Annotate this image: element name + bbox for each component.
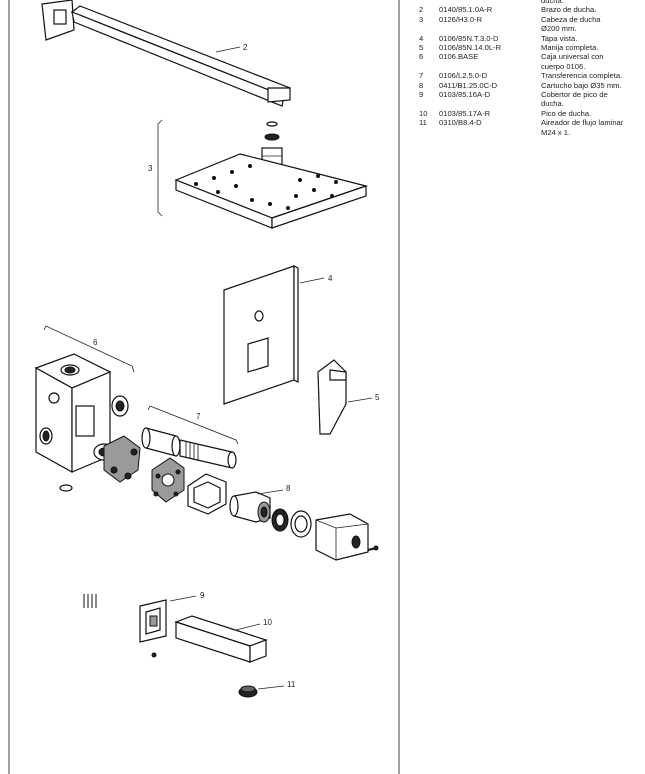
part-code: 0106.BASE: [439, 52, 479, 62]
part-description: Caja universal con: [541, 52, 604, 62]
shower-head-plate: [174, 153, 369, 229]
parts-list-table: ducha. 2 0140/85.1.0A-R Brazo de ducha. 3 012…: [419, 0, 641, 137]
part-code: 0106/85N.14.0L-R: [439, 43, 502, 53]
cartridge: [229, 491, 271, 523]
part-code: [439, 99, 541, 108]
part-code: 0310/B8.4-D: [439, 118, 482, 128]
parts-list-row: 6 0106.BASE Caja universal con: [419, 52, 641, 61]
part-description: Ø200 mm.: [541, 24, 577, 34]
part-description: cuerpo 0106.: [541, 61, 586, 71]
parts-list-row: M24 x 1.: [419, 128, 641, 137]
aerator: [238, 685, 258, 698]
part-code: [439, 128, 541, 137]
shower-arm: [70, 5, 291, 107]
handle-cover-block: [315, 513, 369, 561]
part-number: 11: [419, 118, 427, 128]
part-description: M24 x 1.: [541, 127, 571, 137]
part-number: 8: [419, 80, 424, 90]
part-description: Tapa vista.: [541, 33, 578, 43]
part-description: Manija completa.: [541, 43, 599, 53]
part-number: 3: [419, 14, 424, 24]
part-description: ducha.: [541, 99, 564, 109]
supply-pipe: [56, 484, 99, 608]
part-number: 7: [419, 71, 424, 81]
parts-list-row: 3 0126/H3.0-R Cabeza de ducha: [419, 15, 641, 24]
parts-list-row: 9 0103/85.16A-D Cobertor de pico de: [419, 90, 641, 99]
part-description: Cabeza de ducha: [541, 14, 601, 24]
handle: [317, 359, 347, 435]
part-code: [439, 62, 541, 71]
part-description: Pico de ducha.: [541, 108, 592, 118]
callout-6: 6: [93, 338, 98, 347]
parts-list-row: 7 0106/L2.5.0-D Transferencia completa.: [419, 71, 641, 80]
spout: [174, 615, 268, 663]
part-description: Cobertor de pico de: [541, 90, 608, 100]
parts-list-row: 11 0310/B8.4-D Aireador de flujo laminar: [419, 118, 641, 127]
part-code: 0126/H3.0-R: [439, 14, 483, 24]
part-description: Aireador de flujo laminar: [541, 118, 624, 128]
parts-list-row: cuerpo 0106.: [419, 62, 641, 71]
part-code: 0103/85.17A-R: [439, 108, 491, 118]
part-number: 4: [419, 33, 424, 43]
parts-list-row: ducha.: [419, 99, 641, 108]
part-description: Cartucho bajo Ø35 mm.: [541, 80, 622, 90]
callout-3: 3: [148, 164, 153, 173]
part-description: Brazo de ducha.: [541, 5, 597, 15]
callout-9: 9: [200, 591, 205, 600]
callout-2: 2: [243, 43, 248, 52]
part-code: 0106/85N.T.3.0-D: [439, 33, 499, 43]
callout-7: 7: [196, 412, 201, 421]
callout-10: 10: [263, 618, 272, 627]
part-code: 0103/85.16A-D: [439, 90, 491, 100]
callout-8: 8: [286, 484, 291, 493]
parts-list-row: ducha.: [419, 0, 641, 5]
parts-list-row: 10 0103/85.17A-R Pico de ducha.: [419, 109, 641, 118]
part-description: Transferencia completa.: [541, 71, 623, 81]
transfer-flange: [151, 457, 185, 503]
part-number: [419, 99, 439, 108]
cartridge-ring: [290, 510, 312, 538]
part-description: ducha.: [541, 0, 564, 5]
cartridge-sleeve: [187, 473, 227, 515]
transfer-cylinder: [141, 427, 181, 457]
part-number: 9: [419, 90, 424, 100]
part-number: 5: [419, 43, 424, 53]
part-number: [419, 24, 439, 33]
cartridge-nut: [271, 508, 289, 532]
callout-11: 11: [287, 680, 296, 689]
universal-box: [34, 353, 129, 474]
spout-cover: [139, 599, 167, 658]
diverter-valve: [103, 435, 141, 483]
parts-list-row: 4 0106/85N.T.3.0-D Tapa vista.: [419, 34, 641, 43]
parts-list-row: 5 0106/85N.14.0L-R Manija completa.: [419, 43, 641, 52]
parts-list-row: 8 0411/B1.25.0C-D Cartucho bajo Ø35 mm.: [419, 81, 641, 90]
part-code: 0140/85.1.0A-R: [439, 5, 493, 15]
part-code: 0106/L2.5.0-D: [439, 71, 488, 81]
part-code: [439, 24, 541, 33]
part-number: 6: [419, 52, 424, 62]
callout-5: 5: [375, 393, 380, 402]
cover-plate: [223, 265, 299, 405]
part-number: 10: [419, 108, 428, 118]
parts-list-row: 2 0140/85.1.0A-R Brazo de ducha.: [419, 5, 641, 14]
transfer-spindle: [179, 439, 237, 469]
part-number: [419, 128, 439, 137]
set-screw: [367, 545, 379, 551]
wall-flange: [41, 0, 75, 41]
part-number: [419, 62, 439, 71]
part-code: 0411/B1.25.0C-D: [439, 80, 498, 90]
callout-4: 4: [328, 274, 333, 283]
part-number: 2: [419, 5, 424, 15]
parts-list-row: Ø200 mm.: [419, 24, 641, 33]
